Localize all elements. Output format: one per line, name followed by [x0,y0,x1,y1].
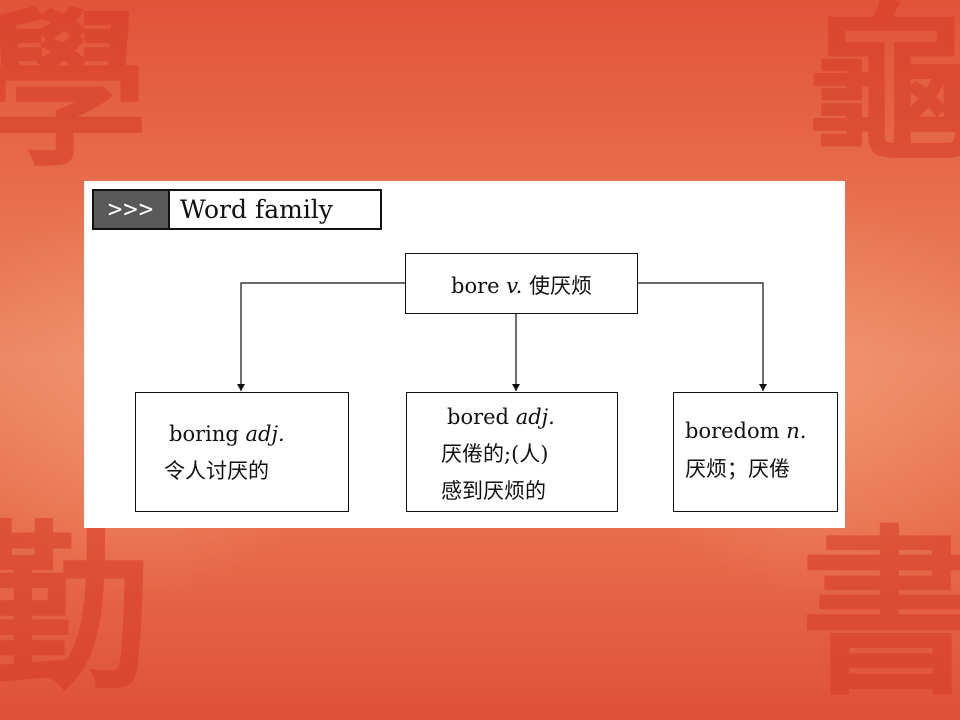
derived-word-pos: n. [786,419,807,443]
derived-word-pos: adj. [245,422,285,446]
root-word: bore [451,274,500,298]
derived-word-meaning-line-1: 厌倦的;(人) [441,442,549,466]
connector-right [638,282,767,391]
root-word-pos: v. [506,274,523,298]
derived-word-line: bored adj. [447,405,555,429]
connector-lines [237,282,767,391]
derived-word-box-boredom: boredom n. 厌烦；厌倦 [673,392,838,512]
seal-decoration-bottom-right: 書 [800,509,960,720]
derived-word-box-bored: bored adj. 厌倦的;(人) 感到厌烦的 [406,392,618,512]
seal-decoration-top-right: 龜 [805,0,960,185]
derived-word-meaning: 厌烦；厌倦 [685,457,790,481]
seal-decoration-bottom-left: 勤 [0,504,151,715]
section-title: Word family [170,189,382,230]
derived-word-meaning: 令人讨厌的 [164,459,269,483]
connector-left [237,282,405,391]
derived-word: boring [169,422,239,446]
root-word-line: bore v. 使厌烦 [406,270,637,300]
section-arrows-icon: >>> [92,189,170,230]
derived-word-line: boredom n. [685,419,806,443]
derived-word-meaning-line-2: 感到厌烦的 [441,479,546,503]
derived-word-box-boring: boring adj. 令人讨厌的 [135,392,349,512]
root-word-box: bore v. 使厌烦 [405,253,638,314]
derived-word-line: boring adj. [169,422,285,446]
derived-word-pos: adj. [515,405,555,429]
seal-decoration-top-left: 學 [0,0,149,191]
derived-word: boredom [685,419,780,443]
derived-word: bored [447,405,509,429]
word-family-panel: >>> Word family bore v. 使厌烦 boring adj. … [84,181,845,528]
root-word-meaning: 使厌烦 [529,274,592,298]
